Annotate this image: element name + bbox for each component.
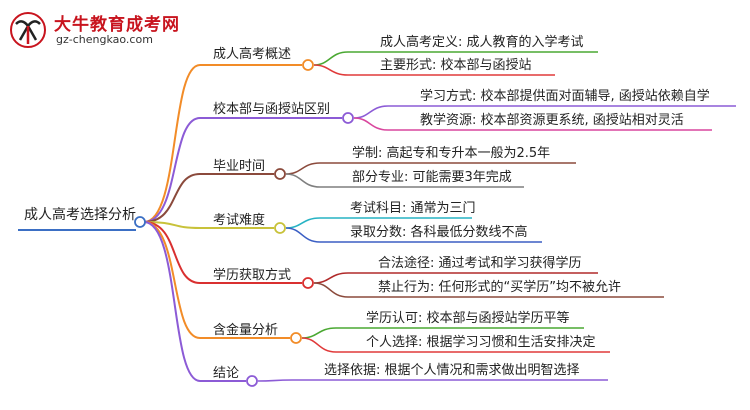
leaf-label: 学制: 高起专和专升本一般为2.5年 xyxy=(352,146,551,161)
leaf-connector xyxy=(285,227,542,243)
leaf-connector xyxy=(313,51,598,66)
leaf-label: 禁止行为: 任何形式的“买学历”均不被允许 xyxy=(378,280,621,295)
branch-label: 毕业时间 xyxy=(213,159,266,174)
leaf-label: 个人选择: 根据学习习惯和生活安排决定 xyxy=(366,335,596,350)
branch-node-dot xyxy=(274,168,286,180)
branch-label: 结论 xyxy=(213,366,240,381)
leaf-label: 学历认可: 校本部与函授站学历平等 xyxy=(366,311,570,326)
leaf-label: 教学资源: 校本部资源更系统, 函授站相对灵活 xyxy=(420,113,684,128)
leaf-label: 成人高考定义: 成人教育的入学考试 xyxy=(380,35,584,50)
branch-label: 学历获取方式 xyxy=(213,268,292,283)
leaf-label: 主要形式: 校本部与函授站 xyxy=(380,58,532,73)
branch-connector xyxy=(143,221,274,229)
leaf-connector xyxy=(285,173,524,188)
leaf-label: 考试科目: 通常为三门 xyxy=(350,201,476,216)
logo-url: gz-chengkao.com xyxy=(56,33,153,46)
branch-node-dot xyxy=(290,332,302,344)
leaf-connector xyxy=(313,282,664,298)
branch-node-dot xyxy=(302,59,314,71)
branch-connector xyxy=(143,64,302,223)
branch-connector xyxy=(143,173,274,223)
leaf-label: 合法途径: 通过考试和学习获得学历 xyxy=(378,256,582,271)
leaf-connector xyxy=(301,337,610,353)
branch-connector xyxy=(143,221,246,382)
leaf-connector xyxy=(313,64,555,76)
branch-label: 考试难度 xyxy=(213,213,266,228)
branch-node-dot xyxy=(246,375,258,387)
branch-node-dot xyxy=(274,222,286,234)
branch-label: 含金量分析 xyxy=(213,323,279,338)
leaf-connector xyxy=(257,379,608,382)
leaf-label: 选择依据: 根据个人情况和需求做出明智选择 xyxy=(324,363,580,378)
leaf-label: 部分专业: 可能需要3年完成 xyxy=(352,170,512,185)
branch-connector xyxy=(143,221,302,284)
branch-node-dot xyxy=(342,112,354,124)
leaf-label: 学习方式: 校本部提供面对面辅导, 函授站依赖自学 xyxy=(420,89,710,104)
root-node-label: 成人高考选择分析 xyxy=(24,207,136,223)
leaf-connector xyxy=(353,117,712,131)
branch-connector xyxy=(143,117,342,223)
logo-title: 大牛教育成考网 xyxy=(54,15,180,35)
logo-icon xyxy=(10,12,46,48)
root-node-dot xyxy=(134,216,146,228)
branch-node-dot xyxy=(302,277,314,289)
branch-label: 校本部与函授站区别 xyxy=(213,102,331,117)
branch-label: 成人高考概述 xyxy=(213,47,292,62)
branch-connector xyxy=(143,221,290,339)
leaf-label: 录取分数: 各科最低分数线不高 xyxy=(350,225,528,240)
